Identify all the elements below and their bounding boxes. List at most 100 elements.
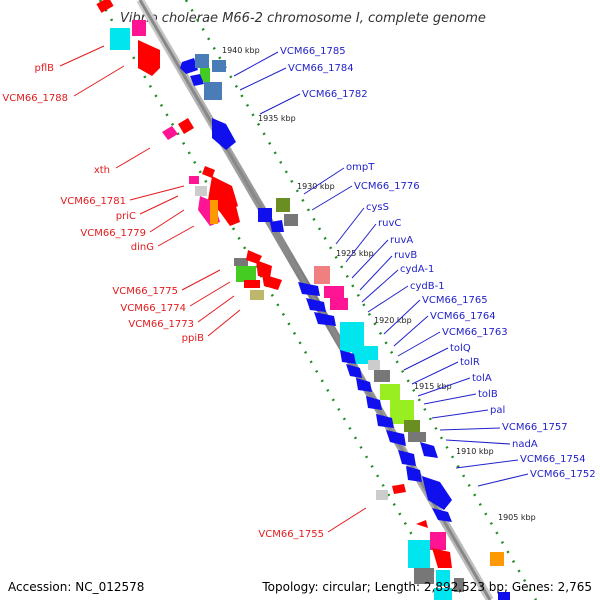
gene-label[interactable]: VCM66_1764 bbox=[430, 311, 496, 322]
gene-label[interactable]: VCM66_1784 bbox=[288, 63, 354, 74]
gene-box[interactable] bbox=[110, 28, 130, 50]
gene-box[interactable] bbox=[368, 360, 380, 370]
gene-arrow[interactable] bbox=[306, 298, 326, 312]
gene-arrow[interactable] bbox=[178, 118, 194, 134]
gene-label[interactable]: tolB bbox=[478, 389, 498, 400]
gene-label[interactable]: ompT bbox=[346, 162, 375, 173]
gene-arrow[interactable] bbox=[138, 40, 160, 76]
gene-box[interactable] bbox=[200, 68, 210, 82]
gene-box[interactable] bbox=[330, 298, 348, 310]
gene-box[interactable] bbox=[195, 54, 209, 68]
gene-label[interactable]: VCM66_1779 bbox=[80, 228, 146, 239]
gene-box[interactable] bbox=[234, 258, 248, 266]
gene-box[interactable] bbox=[430, 532, 446, 550]
gene-arrow[interactable] bbox=[398, 450, 416, 466]
gene-box[interactable] bbox=[212, 60, 226, 72]
gene-arrow[interactable] bbox=[392, 484, 406, 494]
gene-arrow[interactable] bbox=[270, 220, 284, 232]
gene-box[interactable] bbox=[244, 280, 260, 288]
gene-label[interactable]: VCM66_1785 bbox=[280, 46, 346, 57]
gene-label[interactable]: pflB bbox=[34, 63, 54, 74]
gene-label[interactable]: VCM66_1752 bbox=[530, 469, 596, 480]
gene-label[interactable]: VCM66_1757 bbox=[502, 422, 568, 433]
gene-box[interactable] bbox=[284, 214, 298, 226]
gene-arrow[interactable] bbox=[262, 274, 282, 290]
gene-label[interactable]: VCM66_1763 bbox=[442, 327, 508, 338]
gene-box[interactable] bbox=[454, 578, 464, 592]
gene-box[interactable] bbox=[276, 198, 290, 212]
gene-label[interactable]: VCM66_1774 bbox=[120, 303, 186, 314]
gene-label[interactable]: ppiB bbox=[182, 333, 204, 344]
gene-box[interactable] bbox=[250, 290, 264, 300]
gene-label[interactable]: VCM66_1776 bbox=[354, 181, 420, 192]
gene-arrow[interactable] bbox=[220, 200, 240, 226]
gene-box[interactable] bbox=[236, 266, 256, 282]
gene-box[interactable] bbox=[204, 82, 222, 100]
gene-arrow[interactable] bbox=[422, 476, 452, 510]
gene-label[interactable]: tolQ bbox=[450, 343, 471, 354]
gene-label[interactable]: cydA-1 bbox=[400, 264, 434, 275]
gene-arrow[interactable] bbox=[376, 414, 394, 428]
gene-label[interactable]: ruvB bbox=[394, 250, 417, 261]
gene-label[interactable]: priC bbox=[116, 211, 136, 222]
gene-label[interactable]: cysS bbox=[366, 202, 389, 213]
gene-box[interactable] bbox=[324, 286, 344, 298]
gene-label[interactable]: VCM66_1755 bbox=[258, 529, 324, 540]
gene-box[interactable] bbox=[380, 384, 400, 400]
kbp-tick-label: 1905 kbp bbox=[498, 513, 536, 522]
gene-label[interactable]: dinG bbox=[131, 242, 154, 253]
gene-box[interactable] bbox=[352, 346, 378, 364]
gene-box[interactable] bbox=[210, 200, 218, 224]
gene-box[interactable] bbox=[414, 568, 434, 584]
gene-label[interactable]: ruvA bbox=[390, 235, 413, 246]
gene-box[interactable] bbox=[490, 552, 504, 566]
gene-label[interactable]: VCM66_1782 bbox=[302, 89, 368, 100]
gene-arrow[interactable] bbox=[416, 520, 428, 528]
gene-box[interactable] bbox=[498, 592, 510, 600]
gene-box[interactable] bbox=[404, 420, 420, 432]
gene-arrow[interactable] bbox=[314, 312, 336, 326]
gene-arrow[interactable] bbox=[432, 508, 452, 522]
gene-arrow[interactable] bbox=[406, 466, 422, 482]
gene-arrow[interactable] bbox=[256, 260, 272, 278]
gene-arrow[interactable] bbox=[162, 126, 178, 140]
gene-label[interactable]: VCM66_1773 bbox=[128, 319, 194, 330]
gene-label[interactable]: nadA bbox=[512, 439, 538, 450]
gene-box[interactable] bbox=[96, 0, 114, 13]
gene-label[interactable]: VCM66_1765 bbox=[422, 295, 488, 306]
gene-arrow[interactable] bbox=[432, 548, 452, 568]
gene-label[interactable]: VCM66_1788 bbox=[2, 93, 68, 104]
gene-label[interactable]: VCM66_1754 bbox=[520, 454, 586, 465]
gene-label[interactable]: cydB-1 bbox=[410, 281, 445, 292]
gene-label[interactable]: tolA bbox=[472, 373, 492, 384]
gene-label[interactable]: xth bbox=[94, 165, 110, 176]
gene-arrow[interactable] bbox=[386, 430, 406, 446]
gene-arrow[interactable] bbox=[356, 378, 372, 392]
gene-arrow[interactable] bbox=[298, 282, 320, 296]
gene-arrow[interactable] bbox=[420, 442, 438, 458]
gene-arrow[interactable] bbox=[202, 166, 215, 178]
gene-box[interactable] bbox=[189, 176, 199, 184]
gene-box[interactable] bbox=[434, 588, 452, 600]
gene-label[interactable]: pal bbox=[490, 405, 505, 416]
gene-box[interactable] bbox=[314, 266, 330, 284]
gene-box[interactable] bbox=[258, 208, 272, 222]
gene-arrow[interactable] bbox=[180, 58, 198, 74]
gene-label[interactable]: ruvC bbox=[378, 218, 401, 229]
gene-label[interactable]: tolR bbox=[460, 357, 480, 368]
gene-box[interactable] bbox=[195, 186, 207, 196]
gene-arrow[interactable] bbox=[366, 396, 382, 410]
gene-label[interactable]: VCM66_1781 bbox=[60, 196, 126, 207]
gene-box[interactable] bbox=[408, 432, 426, 442]
gene-arrow[interactable] bbox=[346, 364, 362, 378]
gene-arrow[interactable] bbox=[190, 74, 204, 86]
gene-box[interactable] bbox=[132, 20, 146, 36]
gene-box[interactable] bbox=[436, 570, 450, 586]
gene-box[interactable] bbox=[376, 490, 388, 500]
gene-box[interactable] bbox=[374, 370, 390, 382]
gene-arrow[interactable] bbox=[212, 118, 236, 150]
gene-arrow[interactable] bbox=[340, 350, 356, 364]
gene-box[interactable] bbox=[408, 540, 430, 568]
gene-arrow[interactable] bbox=[246, 250, 262, 264]
gene-label[interactable]: VCM66_1775 bbox=[112, 286, 178, 297]
